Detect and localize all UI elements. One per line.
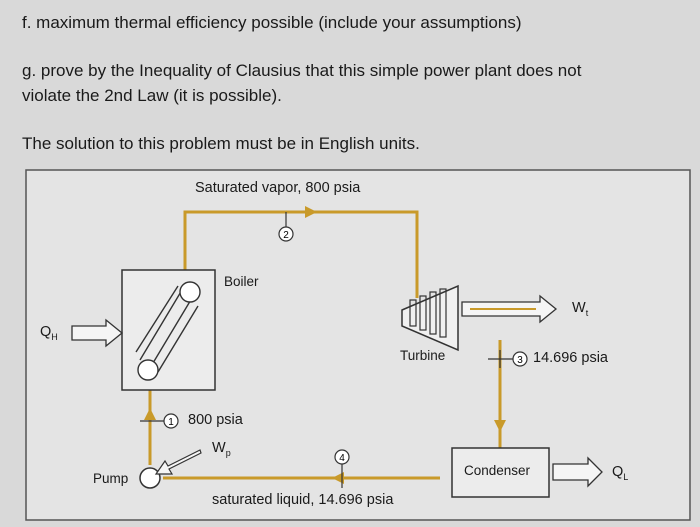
qh-subscript: H bbox=[51, 331, 58, 342]
question-part-g-line2: violate the 2nd Law (it is possible). bbox=[22, 86, 282, 105]
pump-label: Pump bbox=[93, 471, 129, 486]
state-3-number: 3 bbox=[517, 355, 523, 366]
wt-subscript: t bbox=[585, 307, 589, 318]
flow-arrow-down bbox=[494, 420, 506, 432]
ql-label: QL bbox=[612, 464, 628, 482]
state-3-pressure: 14.696 psia bbox=[533, 350, 608, 366]
pipe-boiler-to-turbine bbox=[183, 210, 419, 298]
flow-arrow-top bbox=[305, 206, 317, 218]
state-1-number: 1 bbox=[168, 417, 174, 428]
turbine-blades bbox=[409, 288, 447, 338]
wp-subscript: p bbox=[225, 447, 231, 458]
condenser-box bbox=[451, 447, 550, 498]
boiler-box bbox=[121, 269, 216, 391]
wt-symbol: W bbox=[572, 300, 586, 316]
ql-arrow bbox=[552, 456, 603, 488]
boiler-label: Boiler bbox=[224, 274, 259, 289]
state-2-number: 2 bbox=[283, 230, 289, 241]
flow-arrow-up bbox=[144, 408, 156, 420]
state-2-label: Saturated vapor, 800 psia bbox=[195, 180, 361, 196]
ql-subscript: L bbox=[623, 471, 629, 482]
pump-work-arrow bbox=[154, 449, 202, 475]
instruction-text: The solution to this problem must be in … bbox=[22, 134, 420, 153]
state-1-pressure: 800 psia bbox=[188, 412, 243, 428]
wp-symbol: W bbox=[212, 440, 226, 456]
wt-label: Wt bbox=[572, 300, 588, 318]
state-4-label: saturated liquid, 14.696 psia bbox=[212, 492, 394, 508]
qh-symbol: Q bbox=[40, 324, 52, 340]
turbine-label: Turbine bbox=[400, 348, 446, 363]
boiler-tube-bundle bbox=[135, 285, 199, 373]
boiler-header-bottom bbox=[137, 359, 159, 381]
state-4-number: 4 bbox=[339, 453, 345, 464]
question-part-f: f. maximum thermal efficiency possible (… bbox=[22, 13, 522, 32]
pump-icon bbox=[139, 467, 161, 489]
qh-label: QH bbox=[40, 324, 58, 342]
flow-arrow-bottom bbox=[332, 472, 344, 484]
question-part-g-line1: g. prove by the Inequality of Clausius t… bbox=[22, 61, 582, 80]
ql-symbol: Q bbox=[612, 464, 624, 480]
wp-label: Wp bbox=[212, 440, 231, 458]
boiler-header-top bbox=[179, 281, 201, 303]
qh-arrow bbox=[71, 318, 124, 348]
condenser-label: Condenser bbox=[464, 463, 531, 478]
